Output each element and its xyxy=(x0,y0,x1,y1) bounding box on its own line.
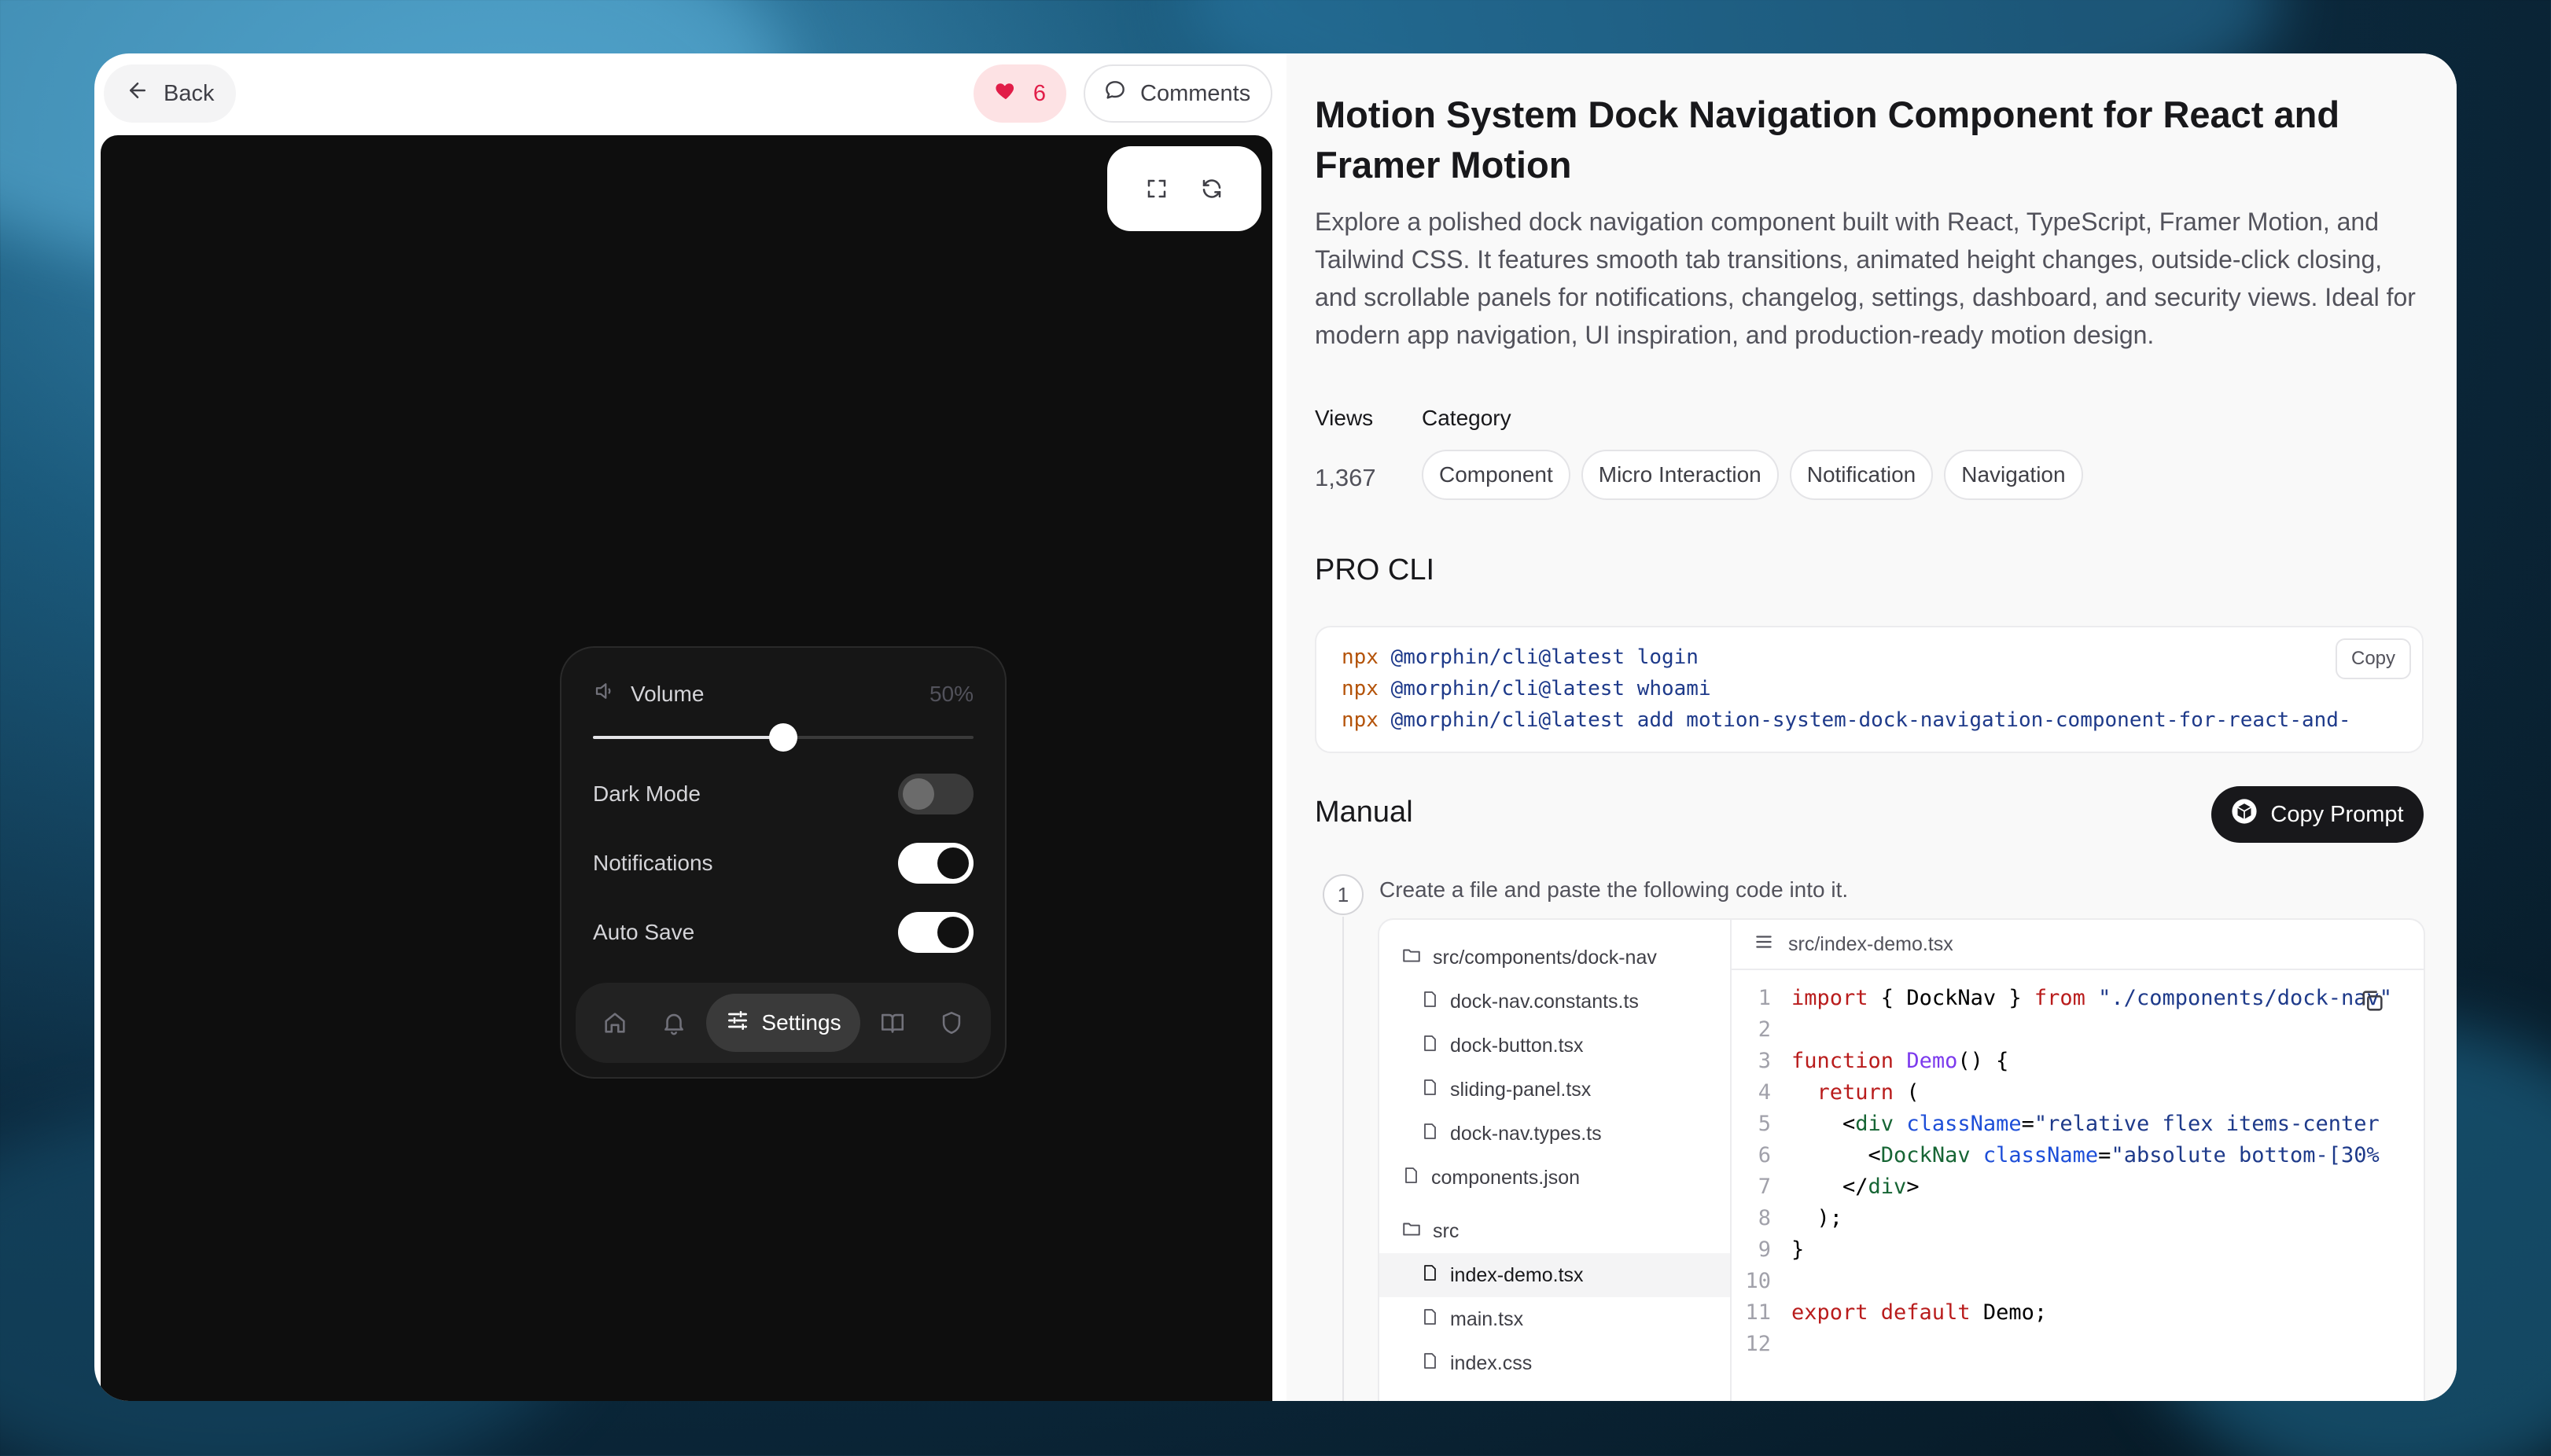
toggle-knob xyxy=(903,778,934,810)
details-panel: Motion System Dock Navigation Component … xyxy=(1287,53,2457,1401)
step-number: 1 xyxy=(1323,874,1364,915)
tree-file[interactable]: index.css xyxy=(1379,1341,1730,1385)
page-description: Explore a polished dock navigation compo… xyxy=(1315,208,2416,349)
toggle-knob xyxy=(937,917,969,948)
folder-icon xyxy=(1401,945,1422,971)
notifications-toggle[interactable] xyxy=(898,843,974,884)
cli-copy-button[interactable]: Copy xyxy=(2336,638,2411,679)
comments-label: Comments xyxy=(1140,80,1251,106)
step-instruction: Create a file and paste the following co… xyxy=(1379,877,1849,902)
pro-cli-heading: PRO CLI xyxy=(1315,553,1435,586)
file-icon xyxy=(1420,1351,1439,1376)
tree-file-active[interactable]: index-demo.tsx xyxy=(1379,1253,1730,1297)
category-chip[interactable]: Micro Interaction xyxy=(1581,450,1779,500)
cli-code-block: npx @morphin/cli@latest login npx @morph… xyxy=(1315,626,2424,753)
menu-icon[interactable] xyxy=(1754,932,1774,958)
volume-slider-knob[interactable] xyxy=(769,723,797,752)
tree-file[interactable]: dock-nav.types.ts xyxy=(1379,1112,1730,1156)
back-label: Back xyxy=(164,80,215,106)
home-icon[interactable] xyxy=(588,995,641,1050)
copy-prompt-button[interactable]: Copy Prompt xyxy=(2211,786,2424,843)
volume-label-group: Volume xyxy=(593,679,704,708)
app-window: Back 6 Comments xyxy=(94,53,2457,1401)
code-explorer: src/components/dock-nav dock-nav.constan… xyxy=(1378,918,2425,1401)
volume-slider[interactable] xyxy=(593,723,974,752)
views-count: 1,367 xyxy=(1315,464,1376,491)
step-connector xyxy=(1342,917,1344,1401)
tree-file[interactable]: components.json xyxy=(1379,1156,1730,1200)
chat-bubble-icon xyxy=(1102,78,1128,109)
file-icon xyxy=(1420,1307,1439,1332)
cli-line: npx @morphin/cli@latest whoami xyxy=(1342,677,1711,700)
dock-settings-panel: Volume 50% Dark Mode Notifications Auto … xyxy=(560,646,1007,1079)
file-tree: src/components/dock-nav dock-nav.constan… xyxy=(1379,920,1732,1401)
category-chips: Component Micro Interaction Notification… xyxy=(1422,450,2083,500)
comments-button[interactable]: Comments xyxy=(1084,64,1272,123)
file-icon xyxy=(1420,1122,1439,1146)
folder-icon xyxy=(1401,1219,1422,1245)
tree-file[interactable]: dock-button.tsx xyxy=(1379,1024,1730,1068)
tree-file[interactable]: sliding-panel.tsx xyxy=(1379,1068,1730,1112)
auto-save-row: Auto Save xyxy=(593,912,974,953)
dark-mode-label: Dark Mode xyxy=(593,781,701,806)
toggle-knob xyxy=(937,847,969,879)
notifications-row: Notifications xyxy=(593,843,974,884)
tree-file[interactable]: dock-nav.constants.ts xyxy=(1379,980,1730,1024)
dock-tab-settings[interactable]: Settings xyxy=(706,994,860,1052)
code-viewer-header: src/index-demo.tsx xyxy=(1732,920,2424,970)
tree-folder[interactable]: src/components/dock-nav xyxy=(1379,936,1730,980)
volume-percent: 50% xyxy=(929,681,974,706)
component-preview: Volume 50% Dark Mode Notifications Auto … xyxy=(101,135,1272,1401)
volume-label: Volume xyxy=(631,681,705,706)
cli-line: npx @morphin/cli@latest login xyxy=(1342,645,1699,669)
notifications-label: Notifications xyxy=(593,851,713,875)
dark-mode-toggle[interactable] xyxy=(898,774,974,814)
arrow-left-icon xyxy=(126,79,149,108)
page-title: Motion System Dock Navigation Component … xyxy=(1315,94,2340,186)
like-button[interactable]: 6 xyxy=(974,64,1066,123)
like-count: 6 xyxy=(1033,80,1047,106)
shield-icon[interactable] xyxy=(926,995,978,1050)
file-icon xyxy=(1420,1263,1439,1288)
dock-tab-settings-label: Settings xyxy=(761,1010,841,1035)
auto-save-label: Auto Save xyxy=(593,920,695,944)
cli-line: npx @morphin/cli@latest add motion-syste… xyxy=(1342,708,2351,732)
volume-slider-fill xyxy=(593,736,783,739)
dock-bar: Settings xyxy=(576,983,991,1063)
category-chip[interactable]: Component xyxy=(1422,450,1570,500)
file-icon xyxy=(1420,990,1439,1014)
volume-row: Volume 50% xyxy=(593,679,974,708)
tree-folder[interactable]: src xyxy=(1379,1209,1730,1253)
book-open-icon[interactable] xyxy=(867,995,919,1050)
category-heading: Category xyxy=(1422,406,1511,430)
manual-heading: Manual xyxy=(1315,796,1413,829)
copy-prompt-label: Copy Prompt xyxy=(2270,801,2404,827)
left-toolbar: Back 6 Comments xyxy=(94,53,1282,135)
tree-file[interactable]: main.tsx xyxy=(1379,1297,1730,1341)
speaker-icon xyxy=(593,679,617,708)
views-heading: Views xyxy=(1315,406,1374,430)
bell-icon[interactable] xyxy=(647,995,700,1050)
back-button[interactable]: Back xyxy=(104,64,236,123)
sliders-icon xyxy=(725,1008,750,1039)
fullscreen-icon[interactable] xyxy=(1141,173,1172,204)
dark-mode-row: Dark Mode xyxy=(593,774,974,814)
heart-icon xyxy=(994,79,1018,108)
preview-toolbar xyxy=(1107,146,1261,231)
category-chip[interactable]: Navigation xyxy=(1944,450,2083,500)
file-icon xyxy=(1401,1166,1420,1190)
code-filename: src/index-demo.tsx xyxy=(1788,932,1953,955)
file-icon xyxy=(1420,1078,1439,1102)
auto-save-toggle[interactable] xyxy=(898,912,974,953)
file-icon xyxy=(1420,1034,1439,1058)
copy-icon[interactable] xyxy=(2359,987,2391,1019)
cube-icon xyxy=(2231,798,2258,831)
refresh-icon[interactable] xyxy=(1196,173,1228,204)
category-chip[interactable]: Notification xyxy=(1789,450,1934,500)
